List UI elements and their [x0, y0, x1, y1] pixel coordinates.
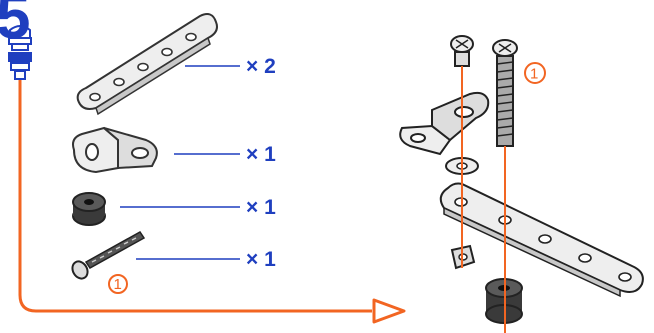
short-bolt — [450, 35, 474, 67]
part-long-bolt-callout: 1 — [114, 276, 122, 293]
tool-icon — [8, 25, 32, 80]
part-spacer-qty: × 1 — [246, 196, 276, 219]
part-spacer: × 1 — [72, 192, 276, 226]
part-angle-bracket-qty: × 1 — [246, 143, 276, 166]
guide-line — [18, 80, 372, 313]
bracket — [399, 91, 490, 156]
part-long-bolt: 1 × 1 — [71, 231, 276, 294]
part-flat-strip: × 2 — [76, 13, 276, 116]
part-long-bolt-qty: × 1 — [246, 248, 276, 271]
arrow-right-icon — [372, 298, 406, 324]
assembly-strip — [439, 182, 644, 298]
long-bolt — [492, 39, 518, 147]
part-angle-bracket: × 1 — [72, 126, 276, 174]
assembly-callout: 1 — [530, 66, 538, 83]
part-flat-strip-qty: × 2 — [246, 55, 276, 78]
assembly-view: 1 — [399, 35, 644, 333]
